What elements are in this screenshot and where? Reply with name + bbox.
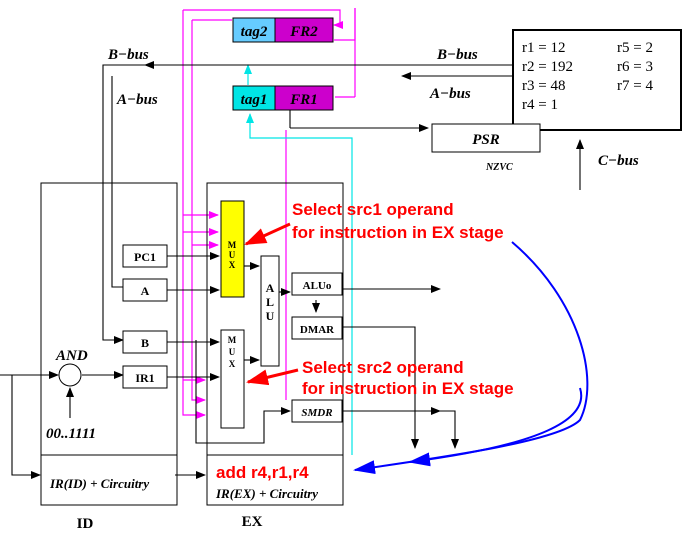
id-ir-label: IR(ID) + Circuitry [49,476,149,491]
tag2-label: tag2 [241,24,268,40]
src1-red-arrow [244,222,291,246]
id-stage-label: ID [77,516,94,532]
src1-annotation-line2: for instruction in EX stage [292,223,504,242]
ex-stage: add r4,r1,r4 IR(EX) + Circuitry EX [206,182,344,530]
reg-r3: r3 = 48 [522,78,565,94]
mux2-x: X [229,359,236,369]
alu-u: U [266,309,275,323]
reg-r5: r5 = 2 [617,40,653,56]
ex-stage-label: EX [242,514,263,530]
fr2-label: FR2 [289,24,318,40]
reg-r7: r7 = 4 [617,78,653,94]
b-bus-right-label: B−bus [436,47,478,63]
ir1-register: IR1 [122,365,168,389]
psr-register: PSR NZVC [431,123,541,173]
c-bus-label: C−bus [598,153,639,169]
ex-wires [167,252,459,449]
bus-lines [102,61,584,344]
ir1-label: IR1 [135,371,154,385]
mux1-x: X [229,260,236,270]
register-file: r1 = 12 r2 = 192 r3 = 48 r4 = 1 r5 = 2 r… [512,29,682,131]
b-bus-left-label: B−bus [107,47,149,63]
dmar-register: DMAR [291,316,343,340]
and-gate [58,363,82,387]
smdr-register: SMDR [291,399,343,423]
reg-r6: r6 = 3 [617,59,653,75]
aluo-label: ALUo [303,280,332,292]
blue-arrow-upper [353,241,589,475]
tag1-fr1-register: tag1 FR1 [232,85,334,111]
src1-mux: M U X [220,200,245,298]
aluo-register: ALUo [291,272,343,296]
mux1-m: M [228,240,237,250]
reg-r4: r4 = 1 [522,97,558,113]
a-register: A [122,278,168,302]
src2-annotation-line1: Select src2 operand [302,358,464,377]
blue-arrow-lower [408,387,583,467]
alu-a: A [266,281,275,295]
a-bus-left-label: A−bus [116,92,158,108]
smdr-label: SMDR [301,407,332,419]
src1-annotation-line1: Select src1 operand [292,200,454,219]
mux1-u: U [229,250,236,260]
ex-ir-label: IR(EX) + Circuitry [215,486,318,501]
a-label: A [141,284,150,298]
src2-annotation-line2: for instruction in EX stage [302,379,514,398]
tag2-fr2-register: tag2 FR2 [232,17,334,43]
dmar-label: DMAR [300,324,335,336]
pc1-label: PC1 [134,250,156,264]
magenta-forwarding-wires [182,8,356,419]
psr-flags-label: NZVC [485,162,513,173]
mux2-u: U [229,347,236,357]
reg-r1: r1 = 12 [522,40,565,56]
src2-red-arrow [246,368,299,386]
fr1-label: FR1 [289,92,318,108]
const-label: 00..1111 [46,426,96,442]
id-wires [0,371,206,479]
mux2-m: M [228,335,237,345]
src2-mux: M U X [220,329,245,429]
b-register: B [122,330,168,354]
reg-r2: r2 = 192 [522,59,573,75]
cyan-wire [244,64,353,455]
b-label: B [141,336,149,350]
tag1-label: tag1 [241,92,268,108]
psr-label: PSR [472,132,500,148]
a-bus-right-label: A−bus [429,86,471,102]
and-label: AND [55,348,88,364]
id-stage: IR(ID) + Circuitry ID AND 00..1111 [40,182,178,532]
alu: A L U [260,255,280,367]
pc1-register: PC1 [122,244,168,268]
ex-instruction: add r4,r1,r4 [216,463,309,482]
alu-l: L [266,295,274,309]
